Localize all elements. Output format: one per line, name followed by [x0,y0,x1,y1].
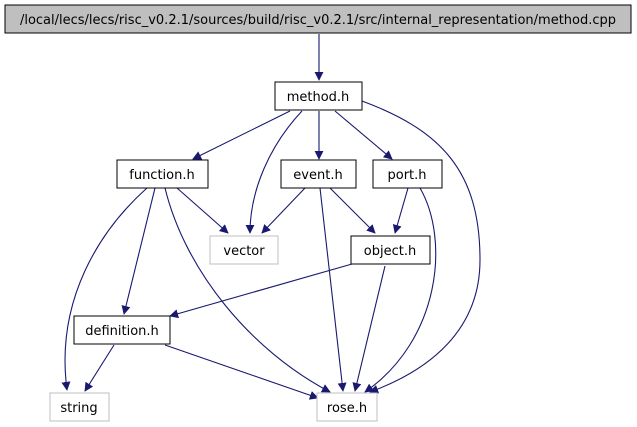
edge-event-rose [319,187,347,392]
edge-object-definition [169,263,353,319]
node-method-h[interactable]: method.h [274,81,363,111]
node-port-h-label: port.h [387,168,426,183]
edge-method-vector [245,110,303,234]
edge-method-function [192,110,291,160]
node-definition-h[interactable]: definition.h [73,315,171,345]
node-object-h-label: object.h [364,244,416,259]
node-vector[interactable]: vector [209,235,279,265]
edge-method-port [334,110,393,160]
node-root-file[interactable]: /local/lecs/lecs/risc_v0.2.1/sources/bui… [4,4,632,34]
node-port-h[interactable]: port.h [372,159,443,189]
node-root-file-label: /local/lecs/lecs/risc_v0.2.1/sources/bui… [20,13,616,28]
node-function-h-label: function.h [129,168,194,183]
edge-event-vector [261,187,306,234]
edge-function-rose [164,187,331,393]
edge-object-rose [352,265,386,392]
node-string[interactable]: string [49,392,110,422]
edge-method-rose [361,100,481,394]
node-definition-h-label: definition.h [85,324,159,339]
edge-event-object [329,187,376,234]
edge-function-vector [176,187,229,234]
edge-definition-rose [164,344,319,400]
node-string-label: string [60,401,97,416]
edge-function-definition [121,187,156,315]
node-rose-h[interactable]: rose.h [316,392,378,422]
edge-definition-string [84,344,115,392]
node-layer: /local/lecs/lecs/risc_v0.2.1/sources/bui… [4,4,632,422]
edge-port-rose [364,187,437,393]
node-method-h-label: method.h [287,90,350,105]
node-rose-h-label: rose.h [327,401,367,416]
node-function-h[interactable]: function.h [116,159,209,189]
node-event-h[interactable]: event.h [280,159,357,189]
node-vector-label: vector [223,244,265,259]
node-event-h-label: event.h [293,168,342,183]
edge-function-string [61,187,148,391]
edge-layer [61,34,481,400]
edge-port-object [392,187,409,234]
node-object-h[interactable]: object.h [350,235,431,265]
